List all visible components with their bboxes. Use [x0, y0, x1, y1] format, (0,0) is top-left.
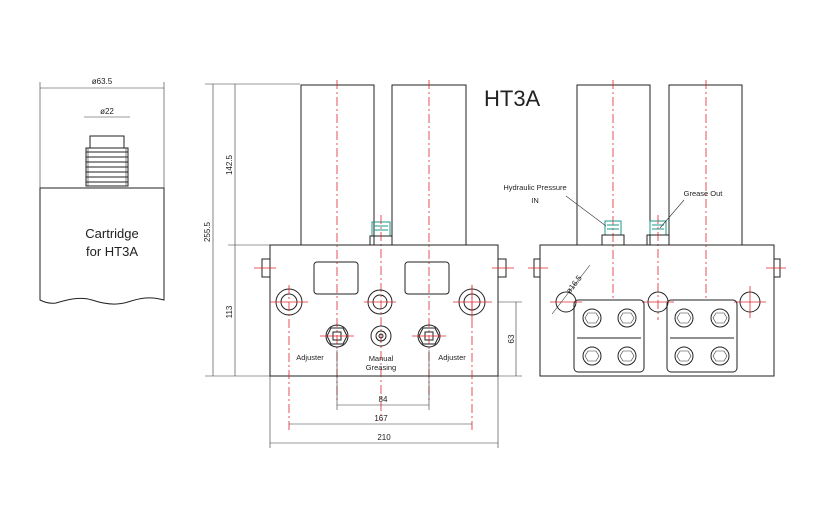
side-port-right — [734, 286, 766, 318]
cartridge-view: ø63.5 ø22 Cartridge for HT3A — [39, 77, 165, 305]
dim-tube-height: 142.5 — [225, 154, 234, 175]
drawing-title: HT3A — [484, 86, 541, 111]
cartridge-label-line2: for HT3A — [86, 244, 138, 259]
dim-block-height: 113 — [225, 305, 234, 318]
cartridge-neck-diameter: ø22 — [100, 107, 114, 116]
front-top-fitting — [369, 215, 393, 420]
front-view: 255.5 142.5 113 — [203, 80, 522, 448]
side-port-left — [550, 291, 582, 313]
label-grease-out: Grease Out — [684, 189, 724, 198]
label-hydraulic-line2: IN — [531, 196, 539, 205]
label-manual-line2: Greasing — [366, 363, 396, 372]
sight-window-right — [404, 261, 450, 295]
dim-total-height: 255.5 — [203, 221, 212, 242]
label-hydraulic-line1: Hydraulic Pressure — [503, 183, 566, 192]
side-view: Hydraulic Pressure IN Grease Out ø16.5 — [503, 80, 786, 377]
port-center — [364, 289, 396, 315]
manual-greasing-nipple — [370, 325, 392, 347]
dim-adjuster-spacing: 84 — [379, 395, 388, 404]
side-port-center — [642, 291, 674, 313]
front-block — [269, 244, 499, 377]
cartridge-label-line1: Cartridge — [85, 226, 138, 241]
cartridge-outer-diameter: ø63.5 — [92, 77, 113, 86]
label-manual-line1: Manual — [369, 354, 394, 363]
dim-port-height: 63 — [507, 334, 516, 343]
label-adjuster-right: Adjuster — [438, 353, 466, 362]
bolt-plate-left — [573, 299, 645, 373]
port-right — [453, 285, 492, 319]
tube-left — [300, 84, 375, 246]
cartridge-thread — [86, 148, 128, 186]
dim-block-width: 210 — [377, 433, 391, 442]
sight-window-left — [313, 261, 359, 295]
side-tube-right — [668, 84, 743, 246]
bolt-plate-right — [666, 299, 738, 373]
side-block — [539, 244, 775, 377]
label-adjuster-left: Adjuster — [296, 353, 324, 362]
dim-port-spacing: 167 — [374, 414, 388, 423]
